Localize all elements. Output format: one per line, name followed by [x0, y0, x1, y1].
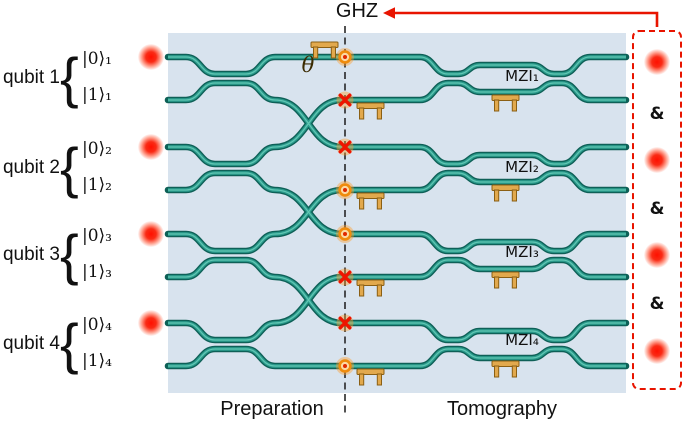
- circle-marker-icon: [336, 181, 354, 199]
- mzi-4-label: MZI₄: [505, 331, 539, 349]
- ghz-arrow: [383, 7, 659, 27]
- ket-0-1: |0⟩₁: [82, 49, 112, 69]
- photon-dot-qubit-1: [138, 44, 164, 70]
- ket-0-3: |0⟩₃: [82, 226, 112, 246]
- arrowhead-icon: [383, 7, 395, 19]
- theta-phase-label: θ: [301, 53, 315, 77]
- ghz-markers: [336, 48, 354, 375]
- and-symbol: &: [649, 199, 665, 219]
- cross-marker-icon: [336, 138, 354, 156]
- ket-1-1: |1⟩₁: [82, 85, 112, 105]
- detector-photon-3: [644, 242, 670, 268]
- cross-marker-icon: [336, 91, 354, 109]
- qubit-2-label: qubit 2: [2, 157, 60, 178]
- cross-marker-icon: [336, 314, 354, 332]
- and-symbol: &: [649, 104, 665, 124]
- qubit-3-brace: {: [60, 223, 79, 286]
- qubit-2-brace: {: [60, 136, 79, 199]
- ket-0-4: |0⟩₄: [82, 315, 112, 335]
- ket-1-2: |1⟩₂: [82, 175, 112, 195]
- detector-photon-4: [644, 338, 670, 364]
- circle-marker-icon: [336, 48, 354, 66]
- photon-dot-qubit-2: [138, 134, 164, 160]
- detection-box: & & &: [632, 30, 682, 390]
- mzi-3-label: MZI₃: [505, 243, 539, 261]
- chip-background: [168, 33, 626, 393]
- mzi-1-label: MZI₁: [505, 67, 539, 85]
- photon-dot-qubit-4: [138, 310, 164, 336]
- circle-marker-icon: [336, 357, 354, 375]
- detector-photon-1: [644, 49, 670, 75]
- qubit-3-label: qubit 3: [2, 244, 60, 265]
- ghz-label: GHZ: [335, 0, 379, 22]
- qubit-1-label: qubit 1: [2, 67, 60, 88]
- circle-marker-icon: [336, 225, 354, 243]
- qubit-4-brace: {: [60, 312, 79, 375]
- ket-1-4: |1⟩₄: [82, 351, 112, 371]
- cross-marker-icon: [336, 268, 354, 286]
- ket-0-2: |0⟩₂: [82, 139, 112, 159]
- photon-dot-qubit-3: [138, 221, 164, 247]
- detector-photon-2: [644, 147, 670, 173]
- tomography-label: Tomography: [446, 398, 558, 420]
- ket-1-3: |1⟩₃: [82, 262, 112, 282]
- and-symbol: &: [649, 294, 665, 314]
- qubit-4-label: qubit 4: [2, 333, 60, 354]
- qubit-1-brace: {: [60, 46, 79, 109]
- preparation-label: Preparation: [220, 398, 324, 420]
- mzi-2-label: MZI₂: [505, 158, 539, 176]
